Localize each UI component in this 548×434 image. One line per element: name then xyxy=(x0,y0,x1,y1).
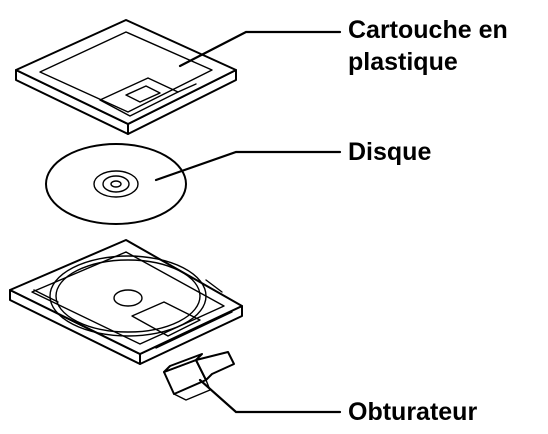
label-disc: Disque xyxy=(348,138,431,166)
leader-line-cartridge xyxy=(178,30,342,68)
leader-line-disc xyxy=(154,150,342,182)
shutter-top-face xyxy=(163,353,203,373)
disc xyxy=(45,143,187,225)
label-cartridge-line2: plastique xyxy=(348,48,458,76)
shutter-lip xyxy=(173,379,211,401)
label-shutter: Obturateur xyxy=(348,398,477,426)
disc-center-hole xyxy=(110,180,122,188)
cartridge-edge-groove xyxy=(177,83,197,93)
body-edge-line xyxy=(155,311,233,349)
cartridge-top-face xyxy=(15,19,237,125)
plastic-cartridge xyxy=(15,19,237,135)
disc-edge xyxy=(45,143,187,225)
body-hub-hole xyxy=(113,289,143,307)
shutter-arm xyxy=(195,351,235,381)
body-head-opening xyxy=(131,301,201,337)
shutter xyxy=(163,351,235,401)
leader-line-shutter xyxy=(198,378,342,414)
cartridge-body-open xyxy=(9,239,243,365)
body-disc-well-inner xyxy=(55,259,201,333)
disc-hub-ring xyxy=(102,175,130,193)
cartridge-shutter-slot xyxy=(125,85,161,103)
body-corner-rib-right xyxy=(205,279,223,293)
label-cartridge-line1: Cartouche en xyxy=(348,16,508,44)
body-inner-wall xyxy=(31,251,225,345)
body-disc-well xyxy=(49,255,207,337)
body-corner-rib-left xyxy=(33,289,59,303)
disc-outer-ring xyxy=(93,170,139,198)
cartridge-label-area xyxy=(39,31,213,113)
